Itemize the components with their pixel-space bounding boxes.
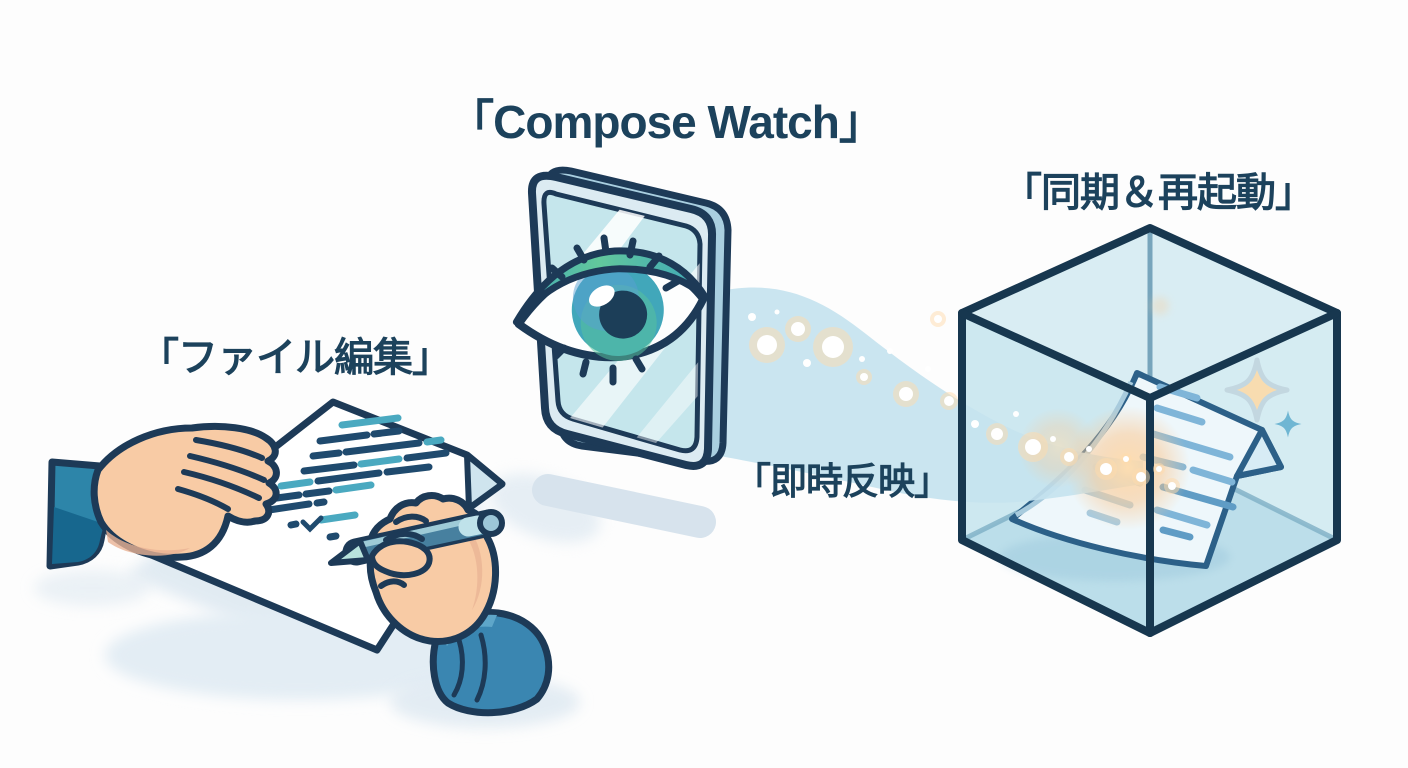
finger-lines: [175, 437, 267, 512]
label-file-edit: 「ファイル編集」: [139, 336, 452, 380]
eye-rays: [548, 234, 682, 386]
sparkle-large: [1224, 357, 1290, 423]
cube-front-edges: [958, 224, 1341, 637]
watch-tablet-icon: [512, 166, 732, 470]
thumb: [369, 538, 433, 579]
label-compose-watch: 「Compose Watch」: [448, 96, 885, 148]
paper-fold-corner: [464, 452, 505, 511]
warm-glow: [1066, 406, 1190, 530]
sparkle-small: [1274, 410, 1302, 438]
upper-eyelid: [512, 247, 709, 326]
writing-hand-icon: [328, 492, 553, 717]
resting-hand-icon: [46, 422, 280, 570]
stream-particles: [748, 309, 1180, 494]
label-sync-restart: 「同期＆再起動」: [1002, 171, 1315, 215]
label-instant-reflect: 「即時反映」: [734, 461, 951, 502]
pen-tip: [328, 538, 371, 566]
eye-icon: [512, 247, 709, 362]
tablet-shadow: [532, 474, 716, 538]
pupil: [599, 290, 648, 339]
sparkle-icon: [1224, 357, 1302, 438]
